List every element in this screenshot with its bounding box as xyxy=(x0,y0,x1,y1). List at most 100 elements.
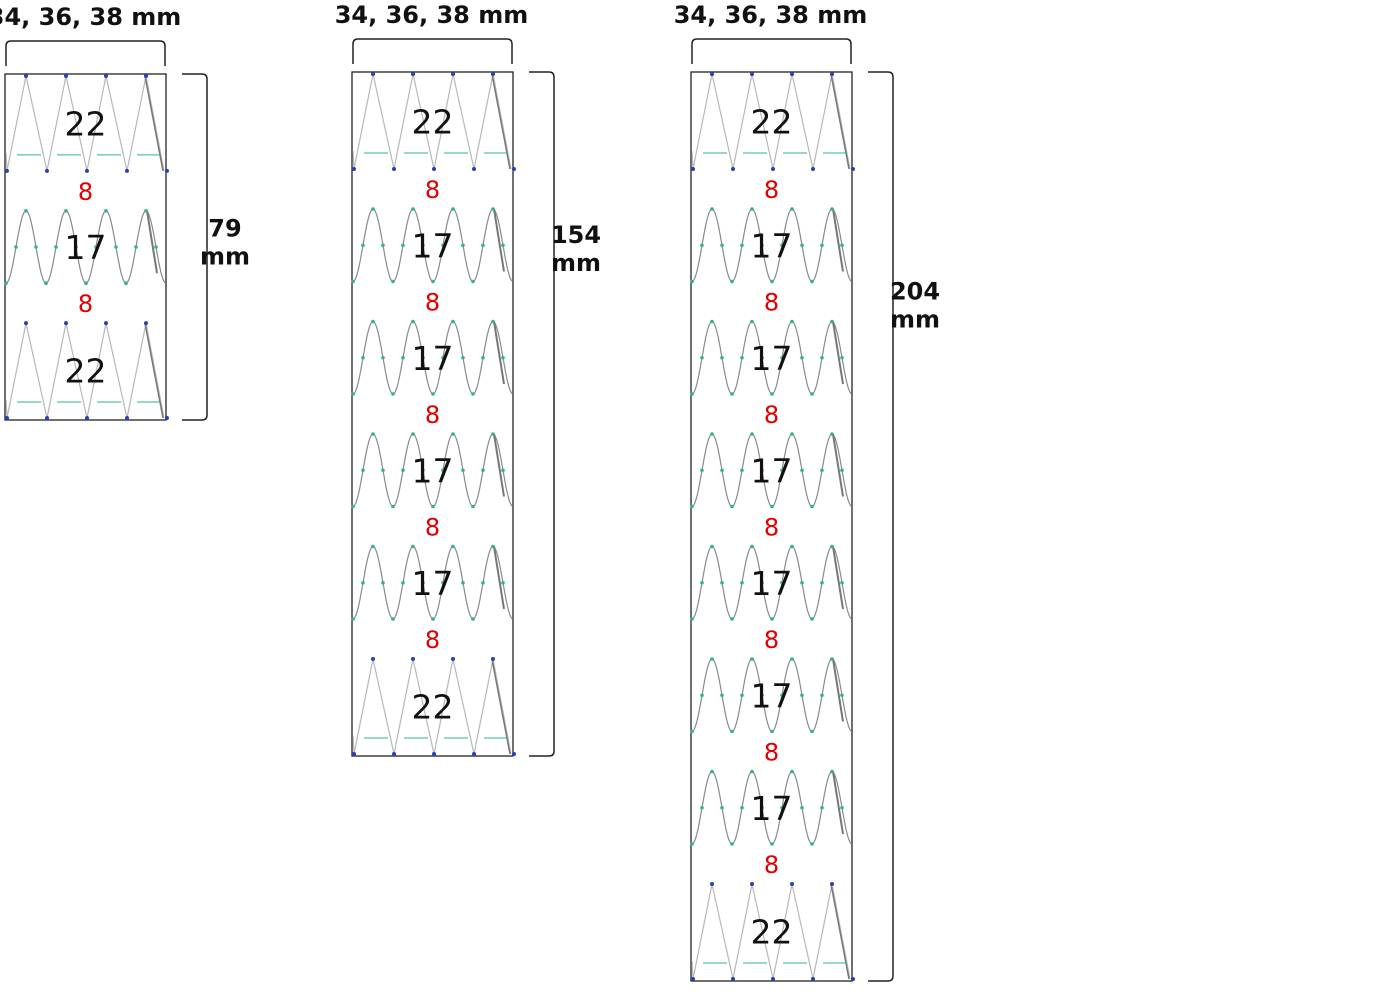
suture-marker xyxy=(800,243,804,248)
suture-marker xyxy=(361,243,365,248)
suture-marker xyxy=(361,580,365,585)
diameter-bracket xyxy=(691,38,852,64)
radiopaque-marker xyxy=(750,882,754,886)
stent-strut xyxy=(830,73,850,170)
suture-marker xyxy=(820,355,824,360)
segment-length-label: 22 xyxy=(65,352,107,391)
suture-marker xyxy=(451,207,455,211)
suture-marker xyxy=(810,504,814,509)
suture-marker xyxy=(491,319,495,324)
suture-marker xyxy=(461,580,465,585)
suture-marker xyxy=(710,769,714,774)
mid-stent-ring: 17 xyxy=(690,319,852,396)
graft-outline xyxy=(351,71,514,757)
length-unit: mm xyxy=(890,305,940,333)
radiopaque-marker xyxy=(771,977,775,981)
radiopaque-marker xyxy=(411,657,415,661)
mid-stent-ring: 17 xyxy=(351,544,513,621)
radiopaque-marker xyxy=(432,167,436,171)
radiopaque-marker xyxy=(790,72,794,76)
suture-marker xyxy=(481,243,485,248)
mid-stent-ring: 17 xyxy=(690,657,852,734)
graft-outline xyxy=(4,73,167,421)
stent-strut xyxy=(493,208,505,272)
stent-strut xyxy=(691,883,851,980)
radiopaque-marker xyxy=(85,416,89,420)
suture-marker xyxy=(740,693,744,698)
suture-marker xyxy=(471,392,475,396)
stent-strut xyxy=(832,321,844,385)
suture-marker xyxy=(381,580,385,585)
suture-marker xyxy=(760,693,764,698)
gap-length-label: 8 xyxy=(425,289,440,317)
diameter-label: 34, 36, 38 mm xyxy=(335,1,529,29)
suture-marker xyxy=(720,805,724,810)
suture-marker xyxy=(770,279,774,284)
segment-length-label: 17 xyxy=(751,339,793,378)
suture-marker xyxy=(381,243,385,248)
radiopaque-marker xyxy=(472,752,476,756)
suture-marker xyxy=(760,805,764,810)
stent-strut xyxy=(491,658,511,755)
suture-marker xyxy=(840,243,844,248)
gap-length-label: 8 xyxy=(78,178,93,206)
suture-marker xyxy=(124,281,128,285)
suture-marker xyxy=(820,468,824,473)
suture-marker xyxy=(760,580,764,585)
suture-marker xyxy=(491,432,495,436)
radiopaque-marker xyxy=(691,167,695,171)
radiopaque-marker xyxy=(512,167,516,171)
suture-marker xyxy=(451,319,455,324)
radiopaque-marker xyxy=(392,167,396,171)
radiopaque-marker xyxy=(352,752,356,756)
suture-marker xyxy=(720,355,724,360)
suture-marker xyxy=(391,617,395,621)
diameter-label: 34, 36, 38 mm xyxy=(674,1,868,29)
suture-marker xyxy=(780,468,784,473)
length-value: 79 xyxy=(208,215,241,243)
suture-marker xyxy=(501,468,505,473)
radiopaque-marker xyxy=(451,657,455,661)
suture-marker xyxy=(760,243,764,248)
radiopaque-marker xyxy=(144,321,148,326)
suture-marker xyxy=(501,243,505,248)
stent-strut xyxy=(493,321,505,385)
segment-length-label: 22 xyxy=(412,103,454,142)
segment-length-label: 22 xyxy=(65,104,107,143)
radiopaque-marker xyxy=(371,72,375,76)
suture-marker xyxy=(371,207,375,211)
end-stent-ring: 22 xyxy=(5,74,169,173)
suture-marker xyxy=(740,355,744,360)
suture-marker xyxy=(800,805,804,810)
suture-marker xyxy=(501,580,505,585)
radiopaque-marker xyxy=(771,167,775,171)
suture-marker xyxy=(441,468,445,473)
suture-marker xyxy=(431,504,435,509)
stent-strut xyxy=(493,433,505,497)
gap-length-label: 8 xyxy=(425,514,440,542)
segment-length-label: 22 xyxy=(751,913,793,952)
suture-marker xyxy=(800,693,804,698)
segment-length-label: 17 xyxy=(412,226,454,265)
suture-marker xyxy=(411,432,415,436)
radiopaque-marker xyxy=(472,167,476,171)
suture-marker xyxy=(690,504,694,509)
suture-marker xyxy=(451,544,455,549)
suture-marker xyxy=(790,432,794,436)
suture-marker xyxy=(750,432,754,436)
suture-marker xyxy=(64,209,68,213)
suture-marker xyxy=(840,805,844,810)
suture-marker xyxy=(750,319,754,324)
length-unit: mm xyxy=(200,243,250,271)
gap-length-label: 8 xyxy=(425,401,440,429)
gap-length-label: 8 xyxy=(764,176,779,204)
segment-length-label: 17 xyxy=(751,226,793,265)
mid-stent-ring: 17 xyxy=(4,209,166,285)
radiopaque-marker xyxy=(45,168,49,173)
suture-marker xyxy=(700,355,704,360)
radiopaque-marker xyxy=(125,416,129,420)
radiopaque-marker xyxy=(5,168,9,173)
gap-length-label: 8 xyxy=(425,176,440,204)
